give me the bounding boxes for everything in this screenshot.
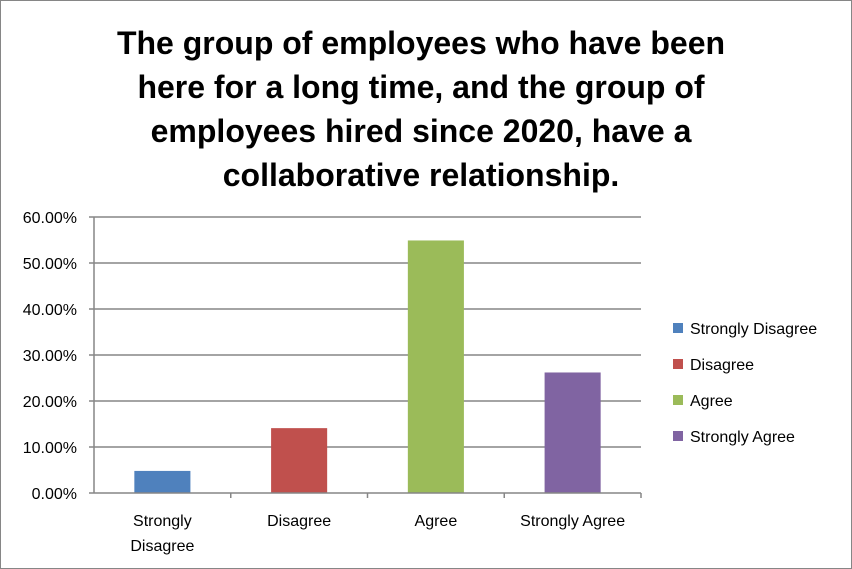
x-category-label: Strongly Agree [520, 513, 625, 530]
x-category-label: Agree [415, 513, 458, 530]
y-tick-label: 60.00% [23, 210, 77, 227]
y-tick-label: 30.00% [23, 348, 77, 365]
y-tick-label: 50.00% [23, 256, 77, 273]
legend-label: Agree [690, 393, 733, 410]
y-axis-ticks: 0.00% 10.00% 20.00% 30.00% 40.00% 50.00% 60.00… [23, 210, 77, 503]
chart-title: The group of employees who have been her… [116, 25, 726, 193]
y-tick-label: 40.00% [23, 302, 77, 319]
x-category-label: Strongly [133, 513, 192, 530]
y-tick-label: 0.00% [32, 486, 77, 503]
bar [271, 428, 328, 493]
legend-swatch [673, 431, 683, 441]
legend-label: Strongly Agree [690, 429, 795, 446]
legend-label: Strongly Disagree [690, 321, 817, 338]
bar [544, 372, 601, 493]
x-category-label: Disagree [267, 513, 331, 530]
legend-swatch [673, 359, 683, 369]
bar [134, 470, 191, 493]
legend-swatch [673, 323, 683, 333]
axes [89, 216, 642, 498]
legend-swatch [673, 395, 683, 405]
y-tick-label: 20.00% [23, 394, 77, 411]
bars [134, 240, 601, 493]
x-category-label: Disagree [130, 538, 194, 555]
legend-label: Disagree [690, 357, 754, 374]
y-tick-label: 10.00% [23, 440, 77, 457]
bar [407, 240, 464, 493]
